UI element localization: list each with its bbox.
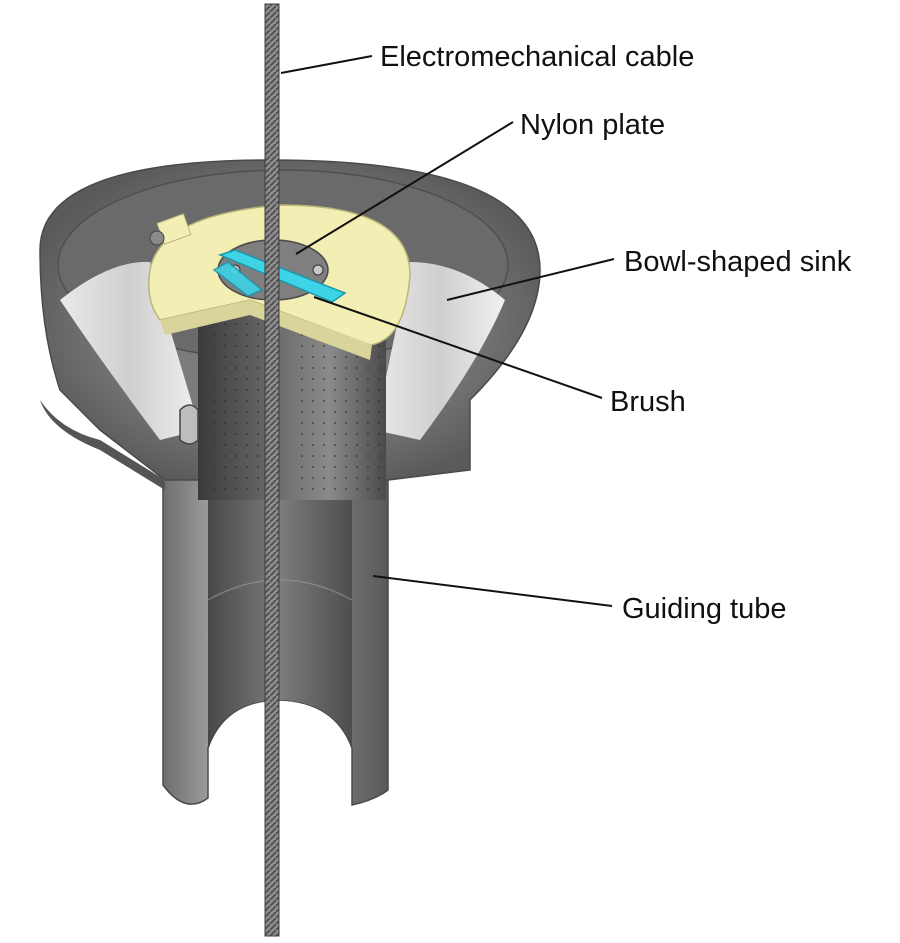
bolt-icon <box>150 231 164 245</box>
electromechanical-cable <box>265 4 279 936</box>
leader-guiding-tube <box>373 576 612 606</box>
label-bowl-shaped-sink: Bowl-shaped sink <box>624 246 852 278</box>
label-nylon-plate: Nylon plate <box>520 109 665 141</box>
handle-clip <box>180 405 198 444</box>
label-brush: Brush <box>610 386 686 418</box>
leader-cable <box>281 56 372 73</box>
label-guiding-tube: Guiding tube <box>622 593 786 625</box>
label-electromechanical-cable: Electromechanical cable <box>380 41 694 73</box>
